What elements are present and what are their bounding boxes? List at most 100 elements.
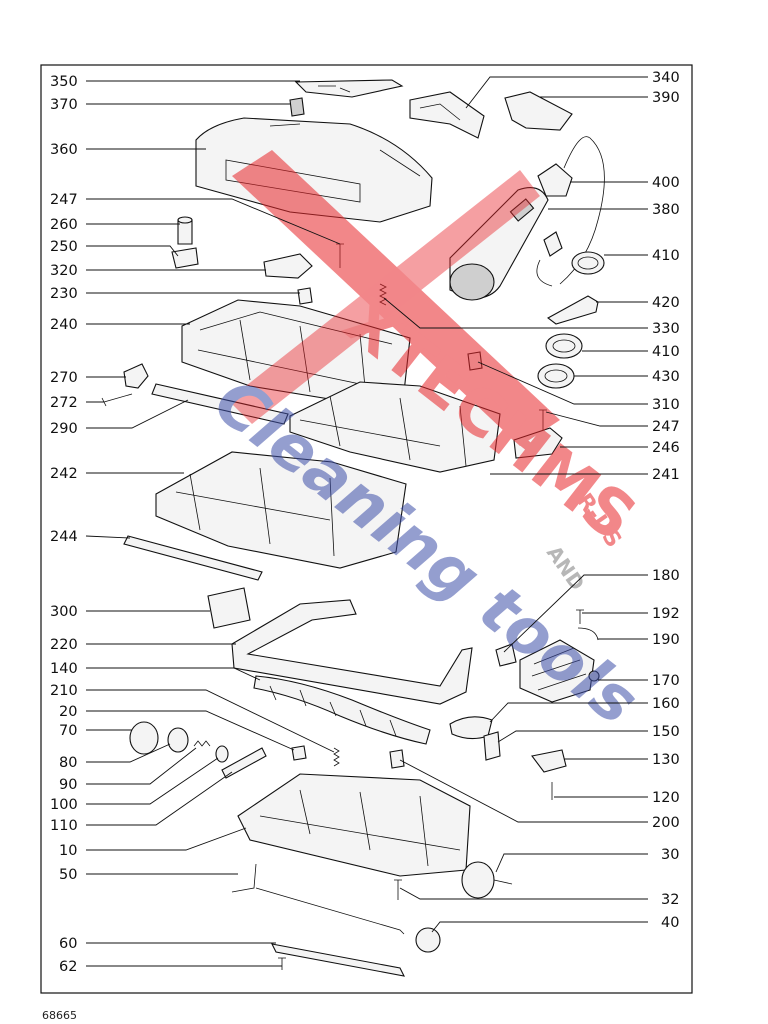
part-270 (123, 363, 149, 389)
part-150 (483, 731, 501, 761)
part-180 (495, 643, 517, 667)
callout-100: 100 (50, 797, 78, 813)
callout-240: 240 (50, 317, 78, 333)
callout-330: 330 (652, 321, 680, 337)
callout-60: 60 (59, 936, 77, 952)
callout-30: 30 (661, 847, 679, 863)
callout-247-right: 247 (652, 419, 680, 435)
callout-380: 380 (652, 202, 680, 218)
part-70 (129, 721, 159, 755)
part-30 (461, 861, 495, 899)
callout-170: 170 (652, 673, 680, 689)
callout-420: 420 (652, 295, 680, 311)
callout-250: 250 (50, 239, 78, 255)
part-230 (297, 287, 313, 305)
callouts-left: 350 370 360 247 260 250 320 230 240 270 … (50, 74, 78, 975)
part-400 (537, 163, 573, 197)
callout-160: 160 (652, 696, 680, 712)
callout-140: 140 (50, 661, 78, 677)
part-110 (221, 747, 267, 779)
callout-20: 20 (59, 704, 77, 720)
callout-290: 290 (50, 421, 78, 437)
part-272 (101, 393, 133, 407)
leader-lines (85, 76, 648, 967)
callout-244: 244 (50, 529, 78, 545)
callout-400: 400 (652, 175, 680, 191)
part-200 (389, 749, 405, 769)
part-170 (519, 639, 595, 703)
part-300 (207, 587, 251, 629)
callout-310: 310 (652, 397, 680, 413)
callout-340: 340 (652, 70, 680, 86)
part-350 (294, 79, 404, 98)
callout-430: 430 (652, 369, 680, 385)
part-420 (546, 295, 599, 325)
callout-120: 120 (652, 790, 680, 806)
part-140 (253, 675, 431, 745)
callout-260: 260 (50, 217, 78, 233)
part-340 (409, 91, 485, 139)
diagram-frame (40, 64, 693, 994)
part-100 (215, 745, 229, 763)
callout-241: 241 (652, 467, 680, 483)
callout-110: 110 (50, 818, 78, 834)
part-20 (291, 745, 307, 761)
part-60 (271, 943, 405, 977)
callout-410-upper: 410 (652, 248, 680, 264)
callout-40: 40 (661, 915, 679, 931)
callout-210: 210 (50, 683, 78, 699)
callout-390: 390 (652, 90, 680, 106)
part-10 (237, 773, 471, 877)
watermark-suffix-and: AND (542, 541, 590, 595)
part-410-lower (545, 333, 583, 359)
callout-190: 190 (652, 632, 680, 648)
callout-370: 370 (50, 97, 78, 113)
part-430 (537, 363, 575, 389)
callout-150: 150 (652, 724, 680, 740)
part-90 (193, 740, 211, 747)
callout-220: 220 (50, 637, 78, 653)
part-50 (231, 863, 405, 935)
callout-360: 360 (50, 142, 78, 158)
callouts-right: 340 390 400 380 410 420 330 410 430 310 … (652, 70, 680, 931)
part-32 (394, 879, 402, 900)
part-220 (231, 599, 473, 705)
part-320 (263, 253, 313, 279)
part-241 (289, 381, 501, 473)
part-290 (151, 383, 289, 425)
callout-10: 10 (59, 843, 77, 859)
part-40 (415, 927, 441, 953)
part-410-upper (571, 251, 605, 275)
callout-32: 32 (661, 892, 679, 908)
watermark-x-mark (232, 150, 560, 446)
callout-230: 230 (50, 286, 78, 302)
part-370 (289, 97, 305, 117)
callout-270: 270 (50, 370, 78, 386)
part-192 (576, 609, 584, 624)
part-250 (171, 247, 199, 269)
callout-130: 130 (652, 752, 680, 768)
part-80 (167, 727, 189, 753)
callout-242: 242 (50, 466, 78, 482)
part-260 (177, 219, 193, 245)
part-62 (278, 957, 286, 970)
callout-320: 320 (50, 263, 78, 279)
part-210 (333, 747, 340, 767)
drawing-number: 68665 (42, 1009, 77, 1022)
callout-62: 62 (59, 959, 77, 975)
callout-350: 350 (50, 74, 78, 90)
callout-272: 272 (50, 395, 78, 411)
part-244 (123, 535, 263, 581)
part-130 (531, 749, 567, 773)
callout-90: 90 (59, 777, 77, 793)
callout-246: 246 (652, 440, 680, 456)
callout-180: 180 (652, 568, 680, 584)
callout-192: 192 (652, 606, 680, 622)
callout-247-left: 247 (50, 192, 78, 208)
callout-70: 70 (59, 723, 77, 739)
part-242 (155, 451, 407, 569)
callout-200: 200 (652, 815, 680, 831)
callout-80: 80 (59, 755, 77, 771)
callout-50: 50 (59, 867, 77, 883)
